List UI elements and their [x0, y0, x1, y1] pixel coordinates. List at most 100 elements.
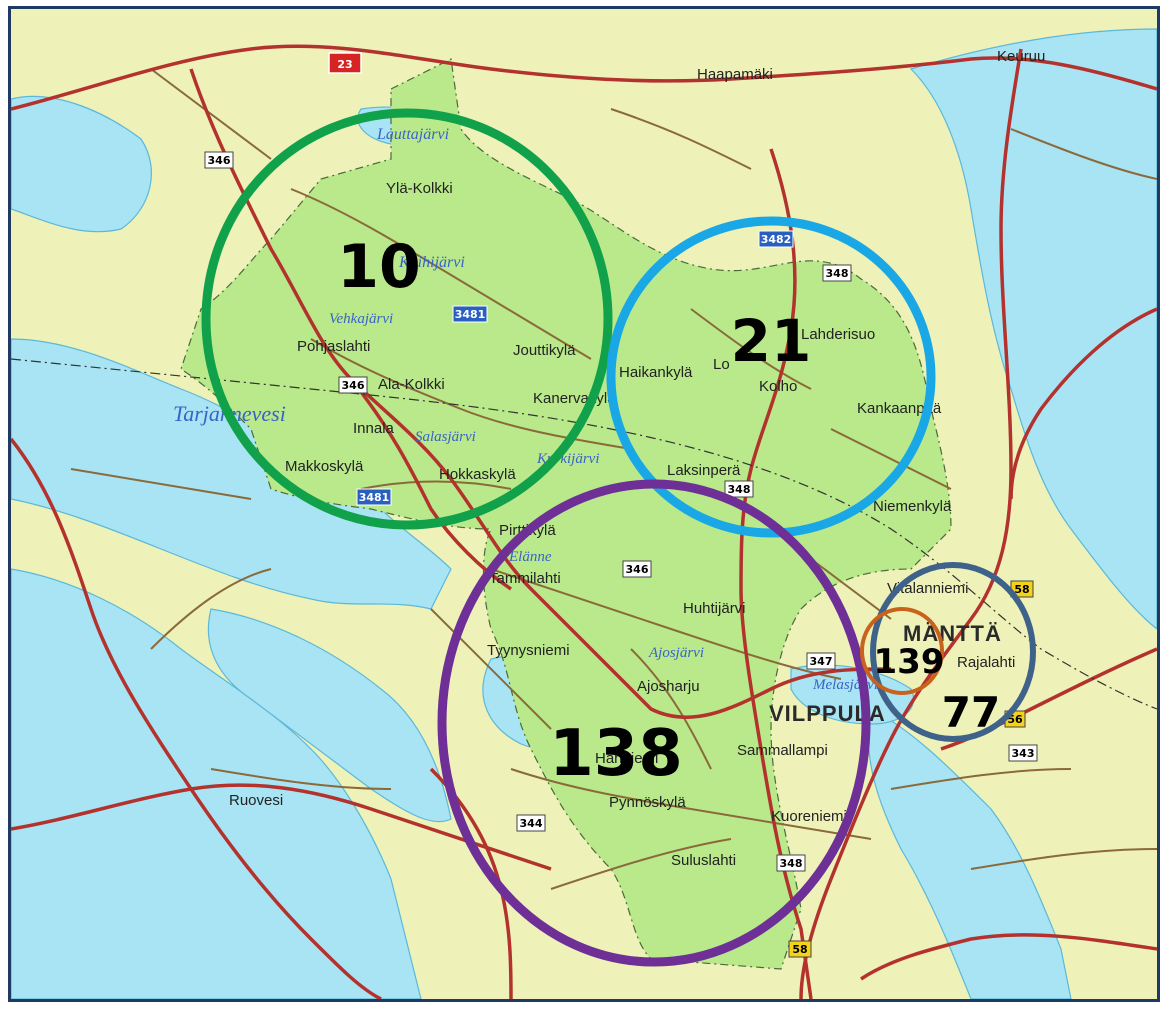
road-shield-3482: 3482 [758, 230, 794, 248]
zone-circle-slate[interactable] [870, 562, 1036, 742]
road-346 [189, 68, 892, 719]
place-label-ala-kolkki: Ala-Kolkki [378, 376, 445, 393]
place-label-ruovesi: Ruovesi [229, 792, 283, 809]
place-label-mantta: MÄNTTÄ [903, 621, 1002, 646]
place-label-lahderisuo: Lahderisuo [801, 326, 875, 343]
place-label-suluslahti: Suluslahti [671, 852, 736, 869]
road-south [860, 933, 1157, 981]
place-label-jouttikyla: Jouttikylä [513, 342, 576, 359]
zone-circle-orange[interactable] [860, 607, 944, 695]
lake-ruovesi-shape [11, 568, 422, 999]
road-hokkaskyla [349, 377, 512, 591]
road-shield-3481b: 3481 [356, 488, 392, 506]
road-23 [11, 44, 1157, 111]
place-label-sammallampi: Sammallampi [737, 742, 828, 759]
zone-circle-green[interactable] [201, 108, 613, 530]
svg-text:3481: 3481 [455, 308, 486, 321]
road-shield-23: 23 [328, 52, 362, 74]
place-label-kolho: Kolho [759, 378, 797, 395]
lake-label-ajosjarvi: Ajosjärvi [648, 645, 704, 661]
road-shield-3481a: 3481 [452, 305, 488, 323]
svg-text:343: 343 [1012, 747, 1035, 760]
place-label-hokkaskyla: Hokkaskylä [439, 466, 516, 483]
place-label-lo: Lo [713, 356, 730, 373]
minor-roads [70, 68, 1157, 890]
lake-label-vehkajarvi: Vehkajärvi [329, 311, 393, 327]
place-label-hanniemi: Hanniemi [595, 750, 658, 767]
svg-text:347: 347 [810, 655, 833, 668]
lake-labels: Lauttajärvi Kaihijärvi Vehkajärvi Tarjan… [173, 126, 878, 693]
map-frame: 23 346 346 346 3481 3481 3482 348 348 34… [8, 6, 1160, 1002]
svg-text:3482: 3482 [761, 233, 792, 246]
place-label-pynnoskyla: Pynnöskylä [609, 794, 686, 811]
road-shield-344: 344 [516, 814, 546, 832]
zone-counts: 10 21 138 77 139 [337, 232, 1000, 791]
road-shield-348b: 348 [724, 480, 754, 498]
place-label-makkoskyla: Makkoskylä [285, 458, 364, 475]
lake-tarjannevesi-shape [11, 338, 452, 610]
svg-text:58: 58 [1014, 583, 1029, 596]
zone-circle-blue[interactable] [606, 216, 936, 538]
railway [11, 358, 1157, 710]
place-label-kankaanpaa: Kankaanpää [857, 400, 942, 417]
lake-label-kaihijarvi: Kaihijärvi [398, 254, 465, 271]
svg-text:346: 346 [626, 563, 649, 576]
zone-circle-purple[interactable] [437, 479, 871, 967]
place-label-huhtijarvi: Huhtijärvi [683, 600, 746, 617]
road-north-east [1009, 307, 1157, 500]
road-shield-58b: 58 [788, 940, 812, 958]
road-ruovesi [11, 783, 552, 871]
zone-circles [201, 108, 1036, 967]
road-shield-343: 343 [1008, 744, 1038, 762]
lake-northwest [11, 95, 152, 233]
lake-label-lauttajarvi: Lauttajärvi [376, 126, 449, 143]
place-label-innala: Innala [353, 420, 395, 437]
place-label-pohjaslahti: Pohjaslahti [297, 338, 370, 355]
lake-east-shape [909, 28, 1157, 630]
place-label-haapamaki: Haapamäki [697, 66, 773, 83]
svg-text:56: 56 [1007, 713, 1023, 726]
svg-text:23: 23 [337, 58, 352, 71]
place-label-niemenkyla: Niemenkylä [873, 498, 952, 515]
road-shields: 23 346 346 346 3481 3481 3482 348 348 34… [204, 52, 1038, 958]
lake-label-elanne: Elänne [508, 549, 552, 565]
lake-melasjarvi-shape [790, 664, 915, 725]
road-shield-346c: 346 [622, 560, 652, 578]
zone-count-slate: 77 [942, 688, 1000, 737]
place-label-keuruu: Keuruu [997, 48, 1045, 65]
zone-count-orange: 139 [874, 642, 945, 682]
svg-text:348: 348 [728, 483, 751, 496]
place-labels: Keuruu Haapamäki Ylä-Kolkki Pohjaslahti … [229, 48, 1045, 869]
zone-count-purple: 138 [549, 717, 683, 791]
map-canvas[interactable]: 23 346 346 346 3481 3481 3482 348 348 34… [11, 9, 1157, 999]
svg-text:344: 344 [520, 817, 543, 830]
road-shield-348a: 348 [822, 264, 852, 282]
place-label-laksinpera: Laksinperä [667, 462, 741, 479]
place-label-tyynysniemi: Tyynysniemi [487, 642, 570, 659]
road-shield-346b: 346 [338, 376, 368, 394]
place-label-yla-kolkki: Ylä-Kolkki [386, 180, 453, 197]
zone-count-green: 10 [337, 232, 421, 302]
lake-west-arm [207, 608, 452, 823]
zone-count-blue: 21 [731, 307, 812, 375]
place-label-rajalahti: Rajalahti [957, 654, 1015, 671]
road-shield-346a: 346 [204, 151, 234, 169]
place-label-haikankyla: Haikankylä [619, 364, 693, 381]
svg-text:58: 58 [792, 943, 807, 956]
place-label-kuoreniemi: Kuoreniemi [771, 808, 847, 825]
place-label-ajosharju: Ajosharju [637, 678, 700, 695]
svg-text:348: 348 [826, 267, 849, 280]
road-shield-348c: 348 [776, 854, 806, 872]
svg-text:346: 346 [208, 154, 231, 167]
lake-label-salasjarvi: Salasjärvi [415, 429, 476, 445]
svg-text:348: 348 [780, 857, 803, 870]
road-shield-58a: 58 [1010, 580, 1034, 598]
svg-text:3481: 3481 [359, 491, 390, 504]
road-west [11, 437, 382, 999]
road-shield-347: 347 [806, 652, 836, 670]
svg-text:346: 346 [342, 379, 365, 392]
road-58 [799, 48, 1023, 999]
place-label-kanervakyla: Kanervakylä [533, 390, 616, 407]
place-label-tammilahti: Tammilahti [489, 570, 561, 587]
lake-east-south [867, 708, 1072, 999]
